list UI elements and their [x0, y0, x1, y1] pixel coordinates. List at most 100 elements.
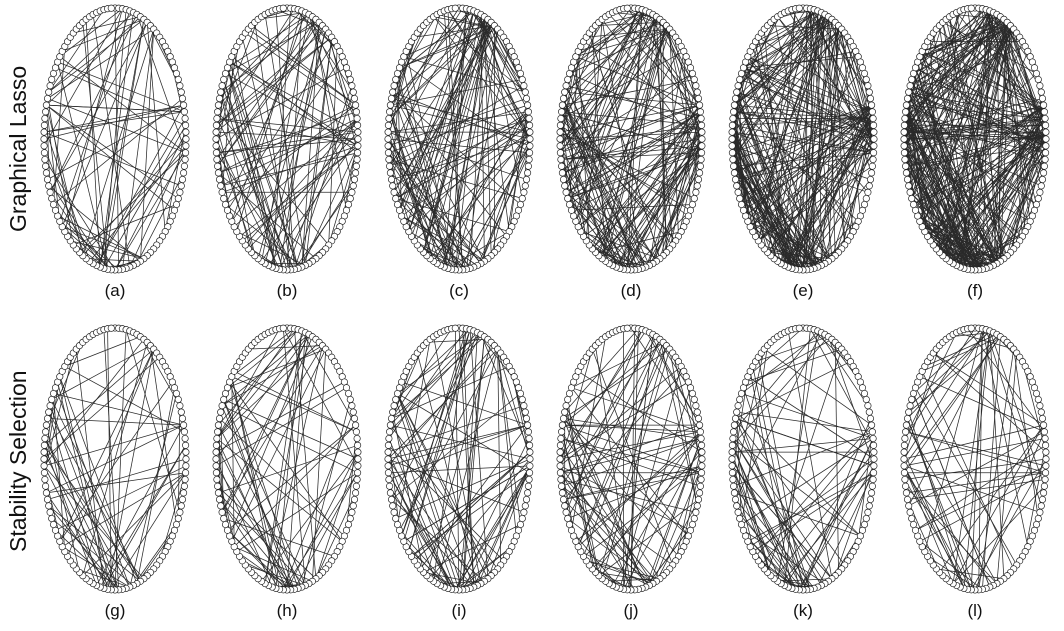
circular-network-graph — [900, 4, 1050, 274]
graph-edge — [408, 19, 489, 232]
graph-node — [220, 395, 228, 404]
graph-edge — [757, 16, 829, 241]
graph-edge — [216, 125, 252, 253]
graph-node — [561, 88, 569, 96]
graph-node — [688, 200, 697, 209]
graph-node — [182, 135, 190, 143]
graph-edge — [560, 152, 702, 160]
graph-edge — [43, 356, 160, 460]
graph-edge — [390, 9, 471, 106]
graph-node — [353, 114, 361, 123]
graph-edge — [221, 85, 292, 270]
graph-node — [214, 482, 222, 490]
graph-edge — [952, 152, 1046, 264]
graph-edge — [53, 393, 66, 552]
graph-edge — [53, 46, 66, 205]
graph-edge — [227, 348, 326, 389]
graph-node — [693, 182, 701, 190]
graph-edge — [795, 46, 854, 270]
graph-node — [556, 149, 564, 157]
graph-edge — [563, 371, 685, 500]
graph-edge — [1000, 25, 1011, 262]
graph-edge — [44, 348, 154, 446]
graph-node — [728, 462, 736, 470]
graph-node — [900, 149, 908, 157]
graph-edge — [652, 465, 703, 584]
graph-edge — [433, 328, 467, 582]
graph-edge — [390, 492, 475, 588]
graph-node — [901, 475, 909, 484]
graph-node — [220, 194, 228, 203]
graph-edge — [989, 330, 1045, 487]
graph-node — [520, 82, 528, 90]
graph-edge — [497, 348, 531, 460]
graph-node — [384, 142, 392, 150]
graph-edge — [903, 138, 961, 268]
graph-edge — [904, 118, 983, 270]
graph-node — [736, 514, 744, 523]
graph-node — [212, 469, 220, 477]
graph-edge — [48, 19, 145, 93]
graph-edge — [780, 25, 839, 264]
graph-node — [46, 82, 54, 90]
graph-node — [688, 389, 697, 398]
graph-edge — [61, 22, 148, 227]
graph-edge — [908, 411, 965, 589]
graph-edge — [301, 330, 356, 426]
graph-edge — [565, 405, 600, 576]
graph-edge — [560, 22, 664, 153]
graph-edge — [906, 104, 1046, 119]
graph-edge — [903, 465, 1041, 513]
graph-edge — [734, 28, 842, 106]
edge-layer — [43, 7, 187, 271]
panel-caption: (l) — [967, 601, 983, 620]
graph-edge — [387, 458, 478, 586]
graph-edge — [55, 530, 119, 591]
graph-edge — [758, 36, 873, 113]
row-label-stability-selection: Stability Selection — [5, 370, 31, 552]
graph-node — [49, 389, 58, 398]
graph-node — [868, 101, 876, 109]
graph-node — [731, 414, 740, 423]
graph-node — [557, 155, 565, 164]
graph-node — [558, 101, 566, 109]
graph-edge — [218, 104, 356, 174]
graph-edge — [747, 56, 873, 113]
graph-edge — [743, 25, 839, 211]
graph-edge — [294, 328, 317, 579]
graph-edge — [497, 349, 502, 566]
graph-node — [43, 94, 52, 103]
graph-edge — [561, 111, 702, 154]
graph-node — [346, 514, 354, 523]
graph-edge — [913, 104, 1044, 205]
graph-node — [558, 108, 566, 116]
graph-node — [1042, 441, 1050, 449]
graph-edge — [136, 172, 184, 264]
graph-edge — [294, 91, 354, 270]
graph-node — [223, 526, 232, 534]
graph-node — [180, 169, 188, 177]
graph-edge — [608, 14, 701, 113]
graph-node — [214, 162, 222, 170]
graph-node — [559, 94, 568, 103]
graph-edge — [908, 91, 998, 264]
graph-edge — [623, 445, 702, 590]
graph-edge — [813, 9, 872, 174]
graph-edge — [443, 29, 499, 268]
graph-node — [903, 175, 912, 184]
graph-edge — [662, 152, 702, 256]
graph-edge — [414, 240, 467, 270]
graph-node — [567, 206, 576, 214]
graph-node — [384, 448, 392, 456]
graph-edge — [567, 339, 661, 519]
graph-edge — [733, 111, 875, 140]
graph-node — [384, 469, 392, 477]
graph-edge — [560, 438, 702, 474]
graph-edge — [405, 51, 456, 270]
graph-node — [172, 389, 181, 398]
graph-node — [734, 82, 742, 90]
graph-edge — [905, 431, 1046, 474]
graph-edge — [390, 332, 478, 426]
graph-edge — [560, 472, 636, 591]
graph-node — [214, 108, 222, 116]
